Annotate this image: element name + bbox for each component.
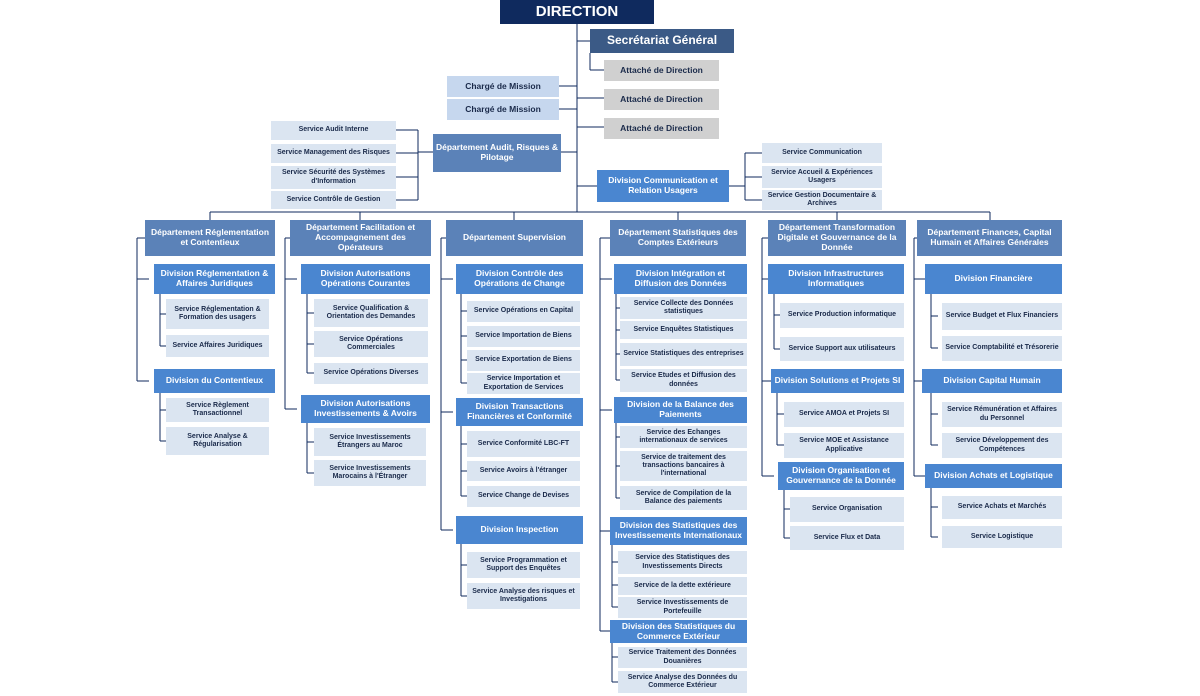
audit-service-box-4: Service Contrôle de Gestion (271, 191, 396, 209)
division-box-5-3: Division Organisation et Gouvernance de … (778, 462, 904, 490)
service-box-3-3-1: Service Programmation et Support des Enq… (467, 552, 580, 578)
charge-mission-box-2: Chargé de Mission (447, 99, 559, 120)
communication-division-box: Division Communication et Relation Usage… (597, 170, 729, 202)
service-box-5-2-2: Service MOE et Assistance Applicative (784, 433, 904, 458)
service-box-5-1-1: Service Production informatique (780, 303, 904, 328)
division-box-5-1: Division Infrastructures Informatiques (768, 264, 904, 294)
direction-box: DIRECTION (500, 0, 654, 24)
service-box-6-2-1: Service Rémunération et Affaires du Pers… (942, 402, 1062, 427)
department-box-4: Département Statistiques des Comptes Ext… (610, 220, 746, 256)
service-box-4-4-1: Service Traitement des Données Douanière… (618, 647, 747, 668)
department-box-6: Département Finances, Capital Humain et … (917, 220, 1062, 256)
service-box-4-2-2: Service de traitement des transactions b… (620, 451, 747, 481)
service-box-3-3-2: Service Analyse des risques et Investiga… (467, 583, 580, 609)
service-box-4-3-1: Service des Statistiques des Investissem… (618, 551, 747, 574)
division-box-3-2: Division Transactions Financières et Con… (456, 398, 583, 426)
service-box-4-4-2: Service Analyse des Données du Commerce … (618, 671, 747, 693)
attache-direction-box-2: Attaché de Direction (604, 89, 719, 110)
division-box-4-2: Division de la Balance des Paiements (614, 397, 747, 423)
service-box-3-2-3: Service Change de Devises (467, 486, 580, 507)
service-box-3-2-2: Service Avoirs à l'étranger (467, 461, 580, 481)
division-box-3-3: Division Inspection (456, 516, 583, 544)
communication-service-box-3: Service Gestion Documentaire & Archives (762, 190, 882, 210)
service-box-6-1-1: Service Budget et Flux Financiers (942, 303, 1062, 330)
division-box-5-2: Division Solutions et Projets SI (771, 369, 904, 393)
audit-department-box: Département Audit, Risques & Pilotage (433, 134, 561, 172)
division-box-6-1: Division Financière (925, 264, 1062, 294)
service-box-6-3-1: Service Achats et Marchés (942, 496, 1062, 519)
service-box-4-2-1: Service des Echanges internationaux de s… (620, 426, 747, 448)
service-box-4-3-3: Service Investissements de Portefeuille (618, 597, 747, 618)
audit-service-box-3: Service Sécurité des Systèmes d'Informat… (271, 166, 396, 189)
service-box-3-1-3: Service Exportation de Biens (467, 350, 580, 371)
service-box-2-1-2: Service Opérations Commerciales (314, 331, 428, 357)
service-box-1-2-2: Service Analyse & Régularisation (166, 427, 269, 455)
division-box-2-1: Division Autorisations Opérations Couran… (301, 264, 430, 294)
service-box-6-3-2: Service Logistique (942, 526, 1062, 548)
service-box-1-1-1: Service Réglementation & Formation des u… (166, 299, 269, 329)
service-box-4-2-3: Service de Compilation de la Balance des… (620, 486, 747, 510)
secretariat-general-box: Secrétariat Général (590, 29, 734, 53)
department-box-2: Département Facilitation et Accompagneme… (290, 220, 431, 256)
service-box-4-1-2: Service Enquêtes Statistiques (620, 321, 747, 339)
service-box-4-1-3: Service Statistiques des entreprises (620, 343, 747, 366)
division-box-4-3: Division des Statistiques des Investisse… (610, 517, 747, 545)
service-box-3-1-1: Service Opérations en Capital (467, 301, 580, 322)
service-box-1-2-1: Service Règlement Transactionnel (166, 398, 269, 422)
service-box-2-1-3: Service Opérations Diverses (314, 363, 428, 384)
division-box-4-1: Division Intégration et Diffusion des Do… (614, 264, 747, 294)
service-box-5-3-1: Service Organisation (790, 497, 904, 522)
service-box-4-1-1: Service Collecte des Données statistique… (620, 297, 747, 319)
charge-mission-box-1: Chargé de Mission (447, 76, 559, 97)
audit-service-box-1: Service Audit Interne (271, 121, 396, 140)
service-box-2-2-2: Service Investissements Marocains à l'Ét… (314, 460, 426, 486)
service-box-1-1-2: Service Affaires Juridiques (166, 335, 269, 357)
audit-service-box-2: Service Management des Risques (271, 144, 396, 163)
service-box-2-1-1: Service Qualification & Orientation des … (314, 299, 428, 327)
division-box-1-2: Division du Contentieux (154, 369, 275, 393)
service-box-3-2-1: Service Conformité LBC-FT (467, 431, 580, 457)
service-box-3-1-4: Service Importation et Exportation de Se… (467, 373, 580, 394)
service-box-4-3-2: Service de la dette extérieure (618, 577, 747, 595)
attache-direction-box-3: Attaché de Direction (604, 118, 719, 139)
department-box-5: Département Transformation Digitale et G… (768, 220, 906, 256)
communication-service-box-2: Service Accueil & Expériences Usagers (762, 166, 882, 188)
service-box-5-3-2: Service Flux et Data (790, 526, 904, 550)
service-box-4-1-4: Service Etudes et Diffusion des données (620, 369, 747, 392)
department-box-1: Département Réglementation et Contentieu… (145, 220, 275, 256)
communication-service-box-1: Service Communication (762, 143, 882, 163)
department-box-3: Département Supervision (446, 220, 583, 256)
division-box-4-4: Division des Statistiques du Commerce Ex… (610, 620, 747, 643)
service-box-2-2-1: Service Investissements Étrangers au Mar… (314, 428, 426, 456)
division-box-3-1: Division Contrôle des Opérations de Chan… (456, 264, 583, 294)
service-box-6-1-2: Service Comptabilité et Trésorerie (942, 336, 1062, 361)
division-box-2-2: Division Autorisations Investissements &… (301, 395, 430, 423)
service-box-5-2-1: Service AMOA et Projets SI (784, 402, 904, 427)
division-box-6-3: Division Achats et Logistique (925, 464, 1062, 488)
division-box-6-2: Division Capital Humain (922, 369, 1062, 393)
service-box-3-1-2: Service Importation de Biens (467, 326, 580, 347)
service-box-6-2-2: Service Développement des Compétences (942, 433, 1062, 458)
service-box-5-1-2: Service Support aux utilisateurs (780, 337, 904, 361)
attache-direction-box-1: Attaché de Direction (604, 60, 719, 81)
division-box-1-1: Division Réglementation & Affaires Jurid… (154, 264, 275, 294)
